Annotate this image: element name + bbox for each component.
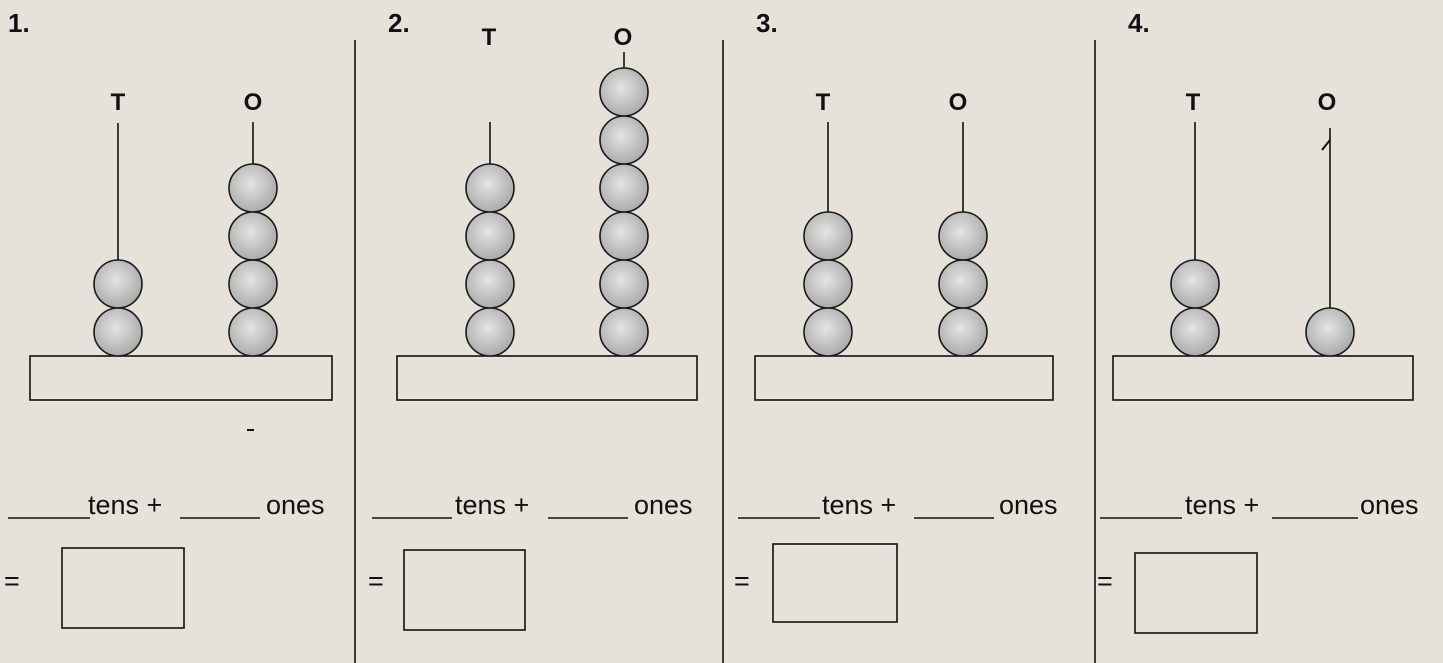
ones-column-label: O xyxy=(244,89,263,116)
tens-bead xyxy=(94,260,142,308)
tens-bead xyxy=(466,260,514,308)
tens-column-label: T xyxy=(111,89,126,116)
equals-sign: = xyxy=(368,566,384,596)
tens-bead xyxy=(466,212,514,260)
total-answer-box[interactable] xyxy=(62,548,184,628)
total-answer-box[interactable] xyxy=(773,544,897,622)
tens-bead xyxy=(804,308,852,356)
ones-text: ones xyxy=(999,490,1058,520)
ones-column-label: O xyxy=(949,89,968,116)
total-answer-box[interactable] xyxy=(404,550,525,630)
ones-bead xyxy=(939,212,987,260)
ones-bead xyxy=(939,260,987,308)
ones-bead xyxy=(600,212,648,260)
problem-number: 4. xyxy=(1128,8,1150,38)
ones-bead xyxy=(229,308,277,356)
total-answer-box[interactable] xyxy=(1135,553,1257,633)
ones-bead xyxy=(600,116,648,164)
equals-sign: = xyxy=(734,566,750,596)
abacus-base xyxy=(397,356,697,400)
ones-text: ones xyxy=(634,490,693,520)
tens-bead xyxy=(466,308,514,356)
problem-number: 2. xyxy=(388,8,410,38)
tens-bead xyxy=(804,212,852,260)
tens-plus-text: tens + xyxy=(822,490,896,520)
tens-bead xyxy=(1171,308,1219,356)
abacus-base xyxy=(1113,356,1413,400)
problem-number: 3. xyxy=(756,8,778,38)
tens-plus-text: tens + xyxy=(88,490,162,520)
ones-bead xyxy=(600,308,648,356)
equals-sign: = xyxy=(4,566,20,596)
ones-column-label: O xyxy=(1318,89,1337,116)
ones-bead xyxy=(229,164,277,212)
ones-bead xyxy=(229,212,277,260)
problem-number: 1. xyxy=(8,8,30,38)
ones-bead xyxy=(600,68,648,116)
pencil-mark xyxy=(1322,140,1330,150)
ones-text: ones xyxy=(266,490,325,520)
tens-column-label: T xyxy=(1186,89,1201,116)
ones-bead xyxy=(939,308,987,356)
tens-column-label: T xyxy=(482,24,497,51)
tens-bead xyxy=(466,164,514,212)
ones-bead xyxy=(229,260,277,308)
equals-sign: = xyxy=(1097,566,1113,596)
ones-bead xyxy=(600,260,648,308)
ones-bead xyxy=(600,164,648,212)
tens-bead xyxy=(804,260,852,308)
ones-text: ones xyxy=(1360,490,1419,520)
abacus-base xyxy=(755,356,1053,400)
ones-column-label: O xyxy=(614,24,633,51)
ones-bead xyxy=(1306,308,1354,356)
tens-column-label: T xyxy=(816,89,831,116)
tens-plus-text: tens + xyxy=(455,490,529,520)
tens-plus-text: tens + xyxy=(1185,490,1259,520)
abacus-base xyxy=(30,356,332,400)
tens-bead xyxy=(1171,260,1219,308)
tens-bead xyxy=(94,308,142,356)
